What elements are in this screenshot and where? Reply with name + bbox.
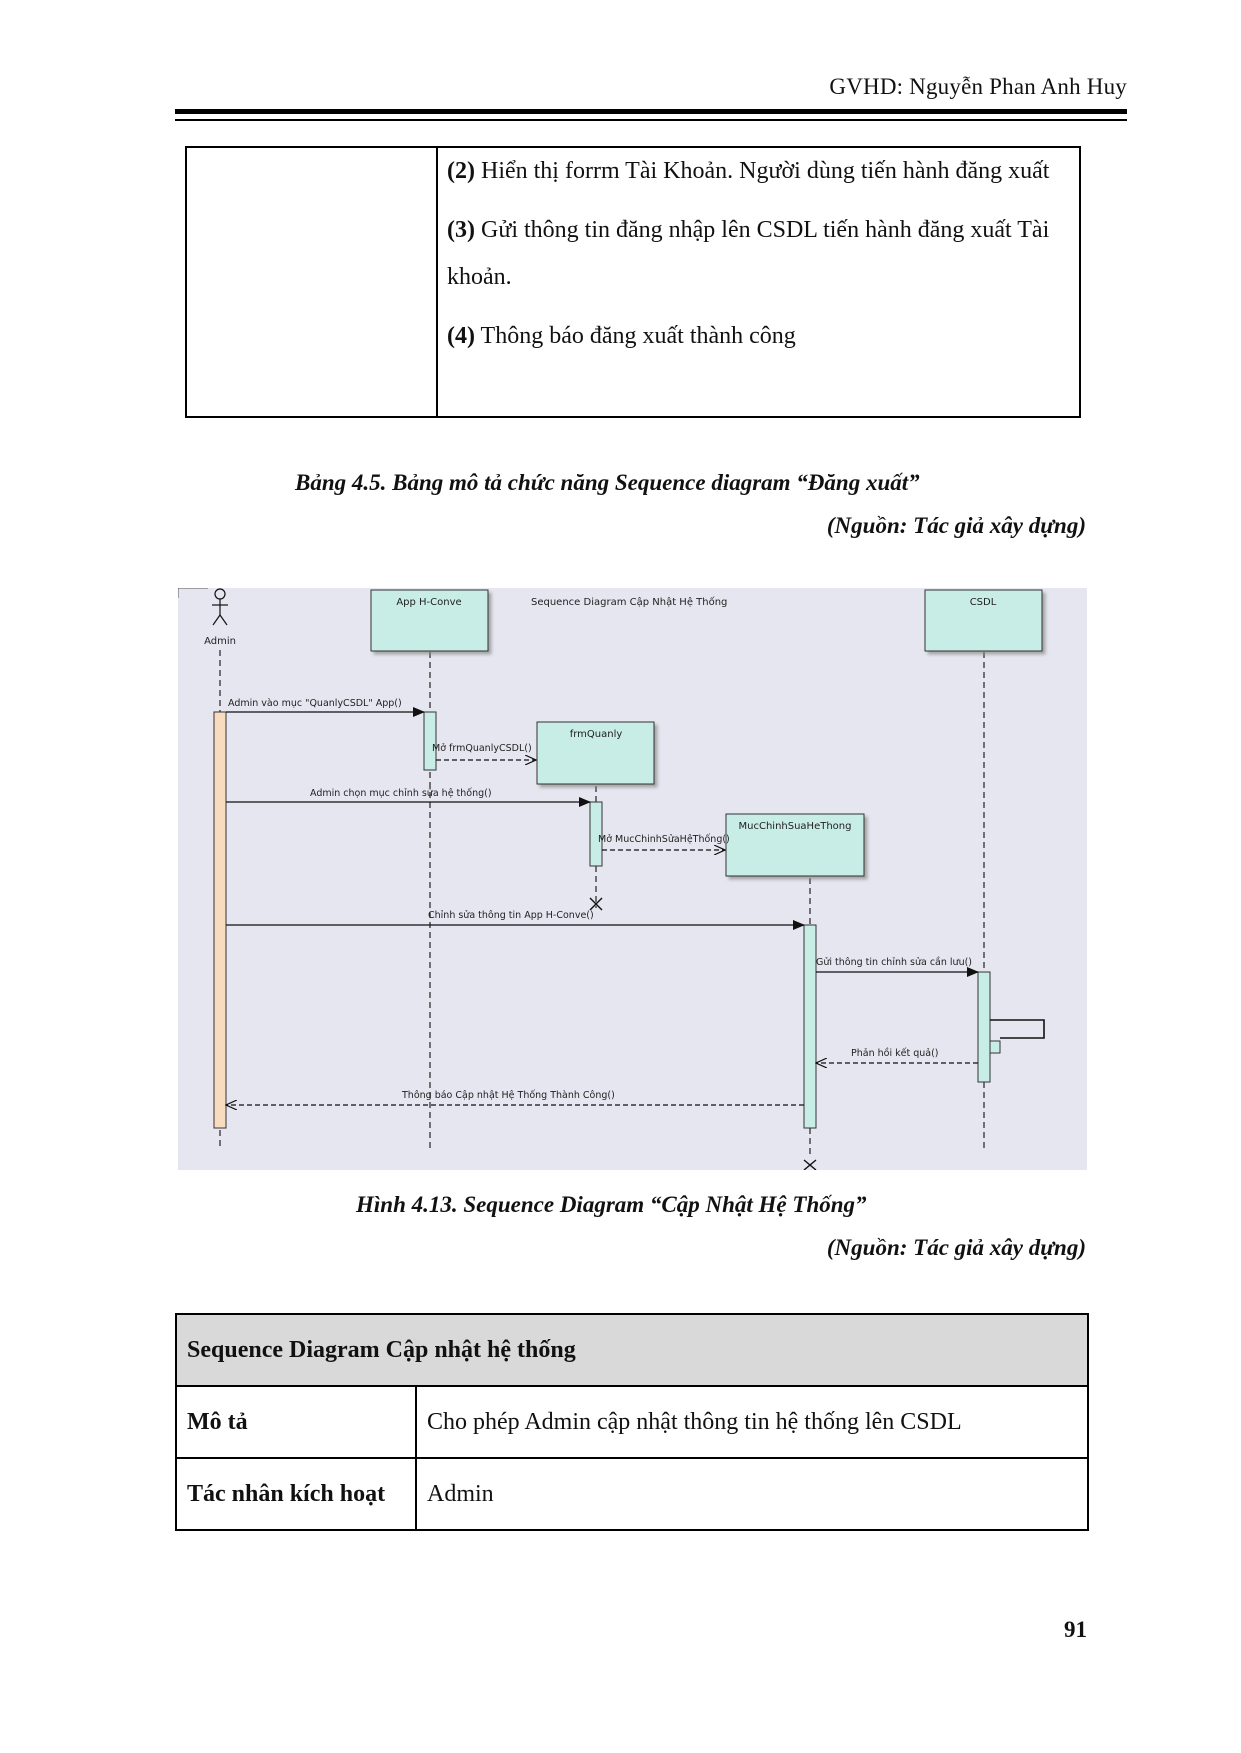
message-label: Phản hồi kết quả() — [851, 1048, 938, 1059]
lifeline-box — [370, 589, 489, 652]
lifeline-box-csdl: CSDL — [924, 589, 1043, 652]
step-2: (2) Hiển thị forrm Tài Khoản. Người dùng… — [447, 148, 1069, 195]
message-label: Chỉnh sửa thông tin App H-Conve() — [428, 910, 594, 921]
activation-muc — [803, 924, 817, 1129]
step-number: (3) — [447, 217, 475, 243]
header-rule-thin — [175, 119, 1127, 121]
figure-source: (Nguồn: Tác giả xây dựng) — [826, 1235, 1086, 1260]
row-label: Tác nhân kích hoạt — [175, 1457, 417, 1531]
step-3: (3) Gửi thông tin đăng nhập lên CSDL tiế… — [447, 207, 1069, 301]
lifeline-box — [536, 721, 655, 785]
step-4: (4) Thông báo đăng xuất thành công — [447, 313, 1069, 360]
activation-frm — [589, 801, 603, 867]
message-label: Mở MucChinhSửaHệThống() — [598, 834, 730, 845]
steps-table-left-cell — [187, 148, 438, 416]
actor-leg — [219, 614, 228, 626]
message-label: Admin chọn mục chỉnh sửa hệ thống() — [310, 788, 492, 799]
destroy-mark-muc — [803, 1159, 817, 1170]
lifeline-label: CSDL — [970, 597, 997, 608]
message-4: Mở MucChinhSửaHệThống() — [598, 834, 730, 850]
message-self-csdl — [990, 1019, 1045, 1039]
actor-head — [214, 588, 226, 600]
message-3: Admin chọn mục chỉnh sửa hệ thống() — [226, 788, 591, 807]
actor-label: Admin — [204, 636, 236, 647]
page-number: 91 — [1064, 1617, 1087, 1642]
header-advisor: GVHD: Nguyễn Phan Anh Huy — [829, 74, 1127, 99]
sequence-diagram: Sequence Diagram Cập Nhật Hệ Thống Admin… — [178, 588, 1087, 1170]
activation-app — [423, 711, 437, 771]
self-call-arrow — [990, 1019, 1045, 1039]
table-caption: Bảng 4.5. Bảng mô tả chức năng Sequence … — [295, 470, 920, 495]
row-label: Mô tả — [175, 1385, 417, 1459]
message-label: Mở frmQuanlyCSDL() — [432, 743, 532, 754]
message-5: Chỉnh sửa thông tin App H-Conve() — [226, 910, 805, 930]
message-1: Admin vào mục "QuanlyCSDL" App() — [226, 698, 425, 717]
table-row: Mô tả Cho phép Admin cập nhật thông tin … — [175, 1385, 1089, 1459]
steps-table-right-cell: (2) Hiển thị forrm Tài Khoản. Người dùng… — [438, 148, 1079, 416]
row-value: Admin — [415, 1457, 1089, 1531]
lifeline-box-muc: MucChinhSuaHeThong — [725, 813, 865, 877]
activation-csdl — [977, 971, 991, 1083]
activation-admin — [213, 711, 227, 1129]
lifeline-box-app: App H-Conve — [370, 589, 489, 652]
figure-caption: Hình 4.13. Sequence Diagram “Cập Nhật Hệ… — [356, 1192, 867, 1217]
lifeline-label: frmQuanly — [570, 729, 623, 740]
message-label: Thông báo Cập nhật Hệ Thống Thành Công() — [401, 1090, 615, 1101]
destroy-stroke — [589, 897, 603, 911]
actor-admin: Admin — [204, 588, 236, 647]
info-table-title: Sequence Diagram Cập nhật hệ thống — [175, 1313, 1089, 1387]
step-text: Thông báo đăng xuất thành công — [474, 323, 796, 349]
destroy-mark-frm — [589, 897, 603, 911]
message-7: Phản hồi kết quả() — [816, 1048, 978, 1063]
step-text: Hiển thị forrm Tài Khoản. Người dùng tiế… — [474, 158, 1050, 184]
table-source: (Nguồn: Tác giả xây dựng) — [826, 513, 1086, 538]
diagram-title: Sequence Diagram Cập Nhật Hệ Thống — [531, 596, 727, 608]
row-value: Cho phép Admin cập nhật thông tin hệ thố… — [415, 1385, 1089, 1459]
steps-table: (2) Hiển thị forrm Tài Khoản. Người dùng… — [185, 146, 1081, 418]
lifeline-label: App H-Conve — [396, 597, 461, 608]
destroy-stroke — [803, 1159, 817, 1170]
header-rule-thick — [175, 109, 1127, 114]
message-2: Mở frmQuanlyCSDL() — [432, 743, 536, 760]
step-number: (2) — [447, 158, 475, 184]
table-row: Tác nhân kích hoạt Admin — [175, 1457, 1089, 1531]
step-number: (4) — [447, 323, 475, 349]
message-8: Thông báo Cập nhật Hệ Thống Thành Công() — [226, 1090, 804, 1105]
message-6: Gửi thông tin chỉnh sửa cần lưu() — [816, 957, 979, 977]
info-table: Sequence Diagram Cập nhật hệ thống Mô tả… — [175, 1313, 1089, 1531]
lifeline-label: MucChinhSuaHeThong — [739, 821, 852, 832]
message-label: Admin vào mục "QuanlyCSDL" App() — [228, 698, 402, 709]
sequence-diagram-canvas: Sequence Diagram Cập Nhật Hệ Thống Admin… — [178, 588, 1045, 1170]
actor-leg — [212, 614, 221, 626]
activation-csdl-self — [989, 1040, 1001, 1054]
info-table-head-row: Sequence Diagram Cập nhật hệ thống — [175, 1313, 1089, 1387]
lifeline-box — [924, 589, 1043, 652]
lifeline-box — [725, 813, 865, 877]
message-label: Gửi thông tin chỉnh sửa cần lưu() — [816, 957, 972, 968]
lifeline-box-frm: frmQuanly — [536, 721, 655, 785]
step-text: Gửi thông tin đăng nhập lên CSDL tiến hà… — [447, 217, 1050, 290]
